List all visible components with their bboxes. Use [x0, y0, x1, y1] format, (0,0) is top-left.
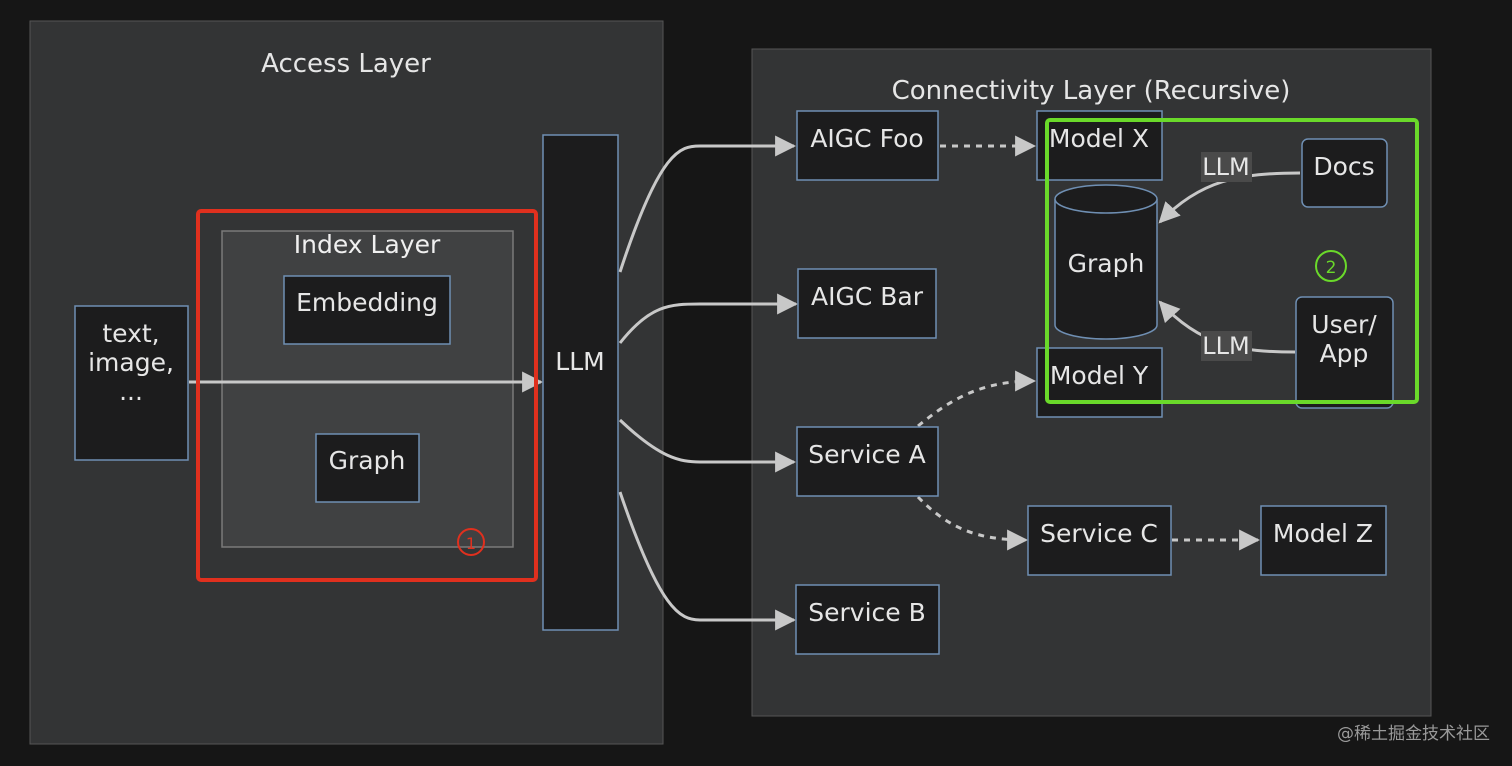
- highlight-box-red: [196, 209, 538, 582]
- edge-llm-to-service-a: [618, 418, 797, 473]
- aigc-bar-node: AIGC Bar: [797, 268, 937, 339]
- graph-database-label: Graph: [1068, 249, 1145, 278]
- model-x-label: Model X: [1049, 124, 1149, 153]
- graph-database-node: Graph: [1054, 184, 1158, 340]
- marker-2-text: 2: [1326, 258, 1337, 278]
- input-label-line3: ...: [119, 377, 143, 406]
- connectivity-layer-title: Connectivity Layer (Recursive): [892, 76, 1291, 106]
- index-layer-title: Index Layer: [294, 230, 441, 259]
- model-x-node: Model X: [1036, 110, 1163, 181]
- llm-label: LLM: [555, 347, 604, 376]
- edge-label-docs-llm: LLM: [1201, 152, 1252, 182]
- edge-llm-to-aigc-bar: [618, 293, 799, 344]
- model-z-label: Model Z: [1273, 519, 1373, 548]
- dashed-edges: [916, 135, 1261, 551]
- marker-2: 2: [1315, 250, 1347, 282]
- index-graph-label: Graph: [329, 446, 406, 475]
- user-app-label-line2: App: [1320, 339, 1369, 368]
- watermark: @稀土掘金技术社区: [1337, 724, 1490, 744]
- service-c-label: Service C: [1040, 519, 1158, 548]
- model-z-node: Model Z: [1260, 505, 1387, 576]
- input-node: text, image, ...: [74, 305, 189, 461]
- service-b-label: Service B: [808, 598, 926, 627]
- model-y-node: Model Y: [1036, 347, 1163, 418]
- marker-1: 1: [457, 528, 485, 556]
- edge-label-docs-llm-text: LLM: [1202, 153, 1249, 181]
- user-app-node: User/ App: [1295, 296, 1394, 409]
- marker-1-text: 1: [466, 534, 476, 553]
- edge-llm-to-aigc-foo: [618, 135, 797, 273]
- aigc-foo-label: AIGC Foo: [810, 124, 923, 153]
- edge-label-user-llm: LLM: [1201, 331, 1252, 361]
- docs-node: Docs: [1301, 138, 1388, 208]
- embedding-node: Embedding: [283, 275, 451, 345]
- user-app-label-line1: User/: [1311, 310, 1377, 339]
- service-a-node: Service A: [796, 426, 939, 497]
- docs-label: Docs: [1313, 152, 1374, 181]
- service-a-label: Service A: [808, 440, 925, 469]
- input-label-line2: image,: [88, 348, 174, 377]
- model-y-label: Model Y: [1050, 361, 1149, 390]
- aigc-foo-node: AIGC Foo: [796, 110, 939, 181]
- embedding-label: Embedding: [296, 288, 438, 317]
- edge-llm-to-service-b: [618, 491, 797, 631]
- input-label-line1: text,: [102, 319, 159, 348]
- edge-label-user-llm-text: LLM: [1202, 332, 1249, 360]
- service-b-node: Service B: [795, 584, 940, 655]
- aigc-bar-label: AIGC Bar: [811, 282, 924, 311]
- service-c-node: Service C: [1027, 505, 1172, 576]
- access-layer-title: Access Layer: [261, 49, 431, 79]
- highlight-box-green: [1045, 118, 1419, 404]
- edge-service-a-to-model-y: [917, 370, 1037, 428]
- llm-node: LLM: [542, 134, 619, 631]
- index-graph-node: Graph: [315, 433, 420, 503]
- edge-service-a-to-service-c: [916, 495, 1029, 551]
- solid-edges: [189, 135, 1301, 631]
